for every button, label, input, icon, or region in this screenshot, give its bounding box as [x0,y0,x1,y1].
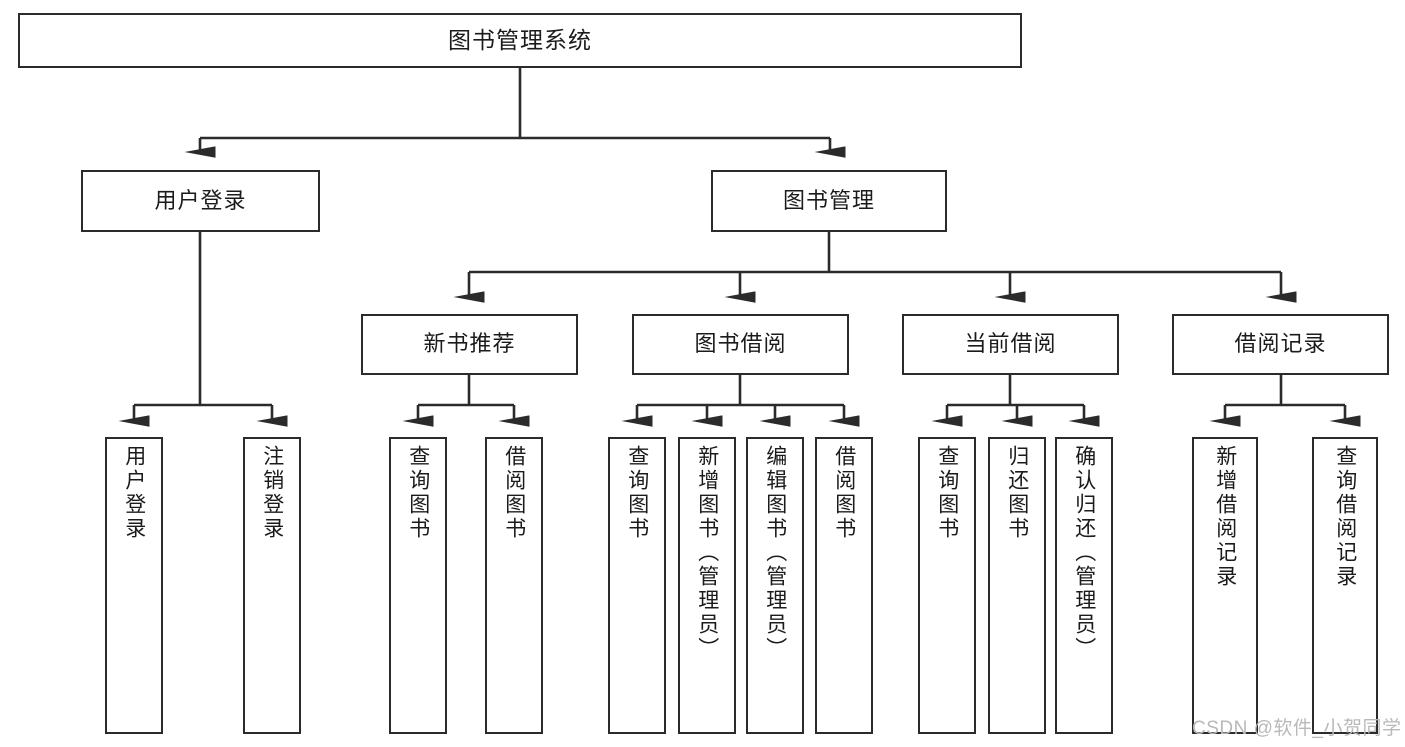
node-leaf-add-book[interactable]: 新增图书（管理员） [678,437,736,734]
node-leaf-add-record-label: 新增借阅记录 [1213,445,1237,589]
node-leaf-query-book-2-label: 查询图书 [625,445,649,541]
node-leaf-borrow-book-2[interactable]: 借阅图书 [815,437,873,734]
node-book-borrow[interactable]: 图书借阅 [632,314,849,375]
node-root-label: 图书管理系统 [448,26,592,53]
node-book-borrow-label: 图书借阅 [694,331,787,357]
node-leaf-query-book-2[interactable]: 查询图书 [608,437,666,734]
node-leaf-query-book-1-label: 查询图书 [406,445,430,541]
node-leaf-query-record[interactable]: 查询借阅记录 [1312,437,1378,734]
node-user-login[interactable]: 用户登录 [81,170,320,232]
node-leaf-user-login-label: 用户登录 [122,445,146,541]
node-leaf-query-book-3[interactable]: 查询图书 [918,437,976,734]
node-leaf-return-book-label: 归还图书 [1005,445,1029,541]
node-leaf-query-book-3-label: 查询图书 [935,445,959,541]
node-root[interactable]: 图书管理系统 [18,13,1022,68]
node-user-login-label: 用户登录 [154,187,247,213]
node-borrow-record-label: 借阅记录 [1234,331,1327,357]
node-book-manage[interactable]: 图书管理 [711,170,947,232]
node-leaf-edit-book[interactable]: 编辑图书（管理员） [746,437,804,734]
node-leaf-add-record[interactable]: 新增借阅记录 [1192,437,1258,734]
node-borrow-record[interactable]: 借阅记录 [1172,314,1389,375]
node-leaf-user-logout[interactable]: 注销登录 [243,437,301,734]
node-new-book-recommend-label: 新书推荐 [423,331,516,357]
node-leaf-confirm-return-label: 确认归还（管理员） [1072,445,1096,661]
node-leaf-query-record-label: 查询借阅记录 [1333,445,1357,589]
node-leaf-borrow-book-1-label: 借阅图书 [502,445,526,541]
node-leaf-edit-book-label: 编辑图书（管理员） [763,445,787,661]
node-book-manage-label: 图书管理 [782,187,875,213]
node-leaf-borrow-book-2-label: 借阅图书 [832,445,856,541]
node-leaf-user-logout-label: 注销登录 [260,445,284,541]
watermark: CSDN @软件_小贺同学 [1192,718,1402,739]
node-leaf-add-book-label: 新增图书（管理员） [695,445,719,661]
node-leaf-borrow-book-1[interactable]: 借阅图书 [485,437,543,734]
node-leaf-user-login[interactable]: 用户登录 [105,437,163,734]
node-current-borrow[interactable]: 当前借阅 [902,314,1119,375]
node-leaf-return-book[interactable]: 归还图书 [988,437,1046,734]
node-leaf-query-book-1[interactable]: 查询图书 [389,437,447,734]
node-new-book-recommend[interactable]: 新书推荐 [361,314,578,375]
node-current-borrow-label: 当前借阅 [964,331,1057,357]
node-leaf-confirm-return[interactable]: 确认归还（管理员） [1055,437,1113,734]
